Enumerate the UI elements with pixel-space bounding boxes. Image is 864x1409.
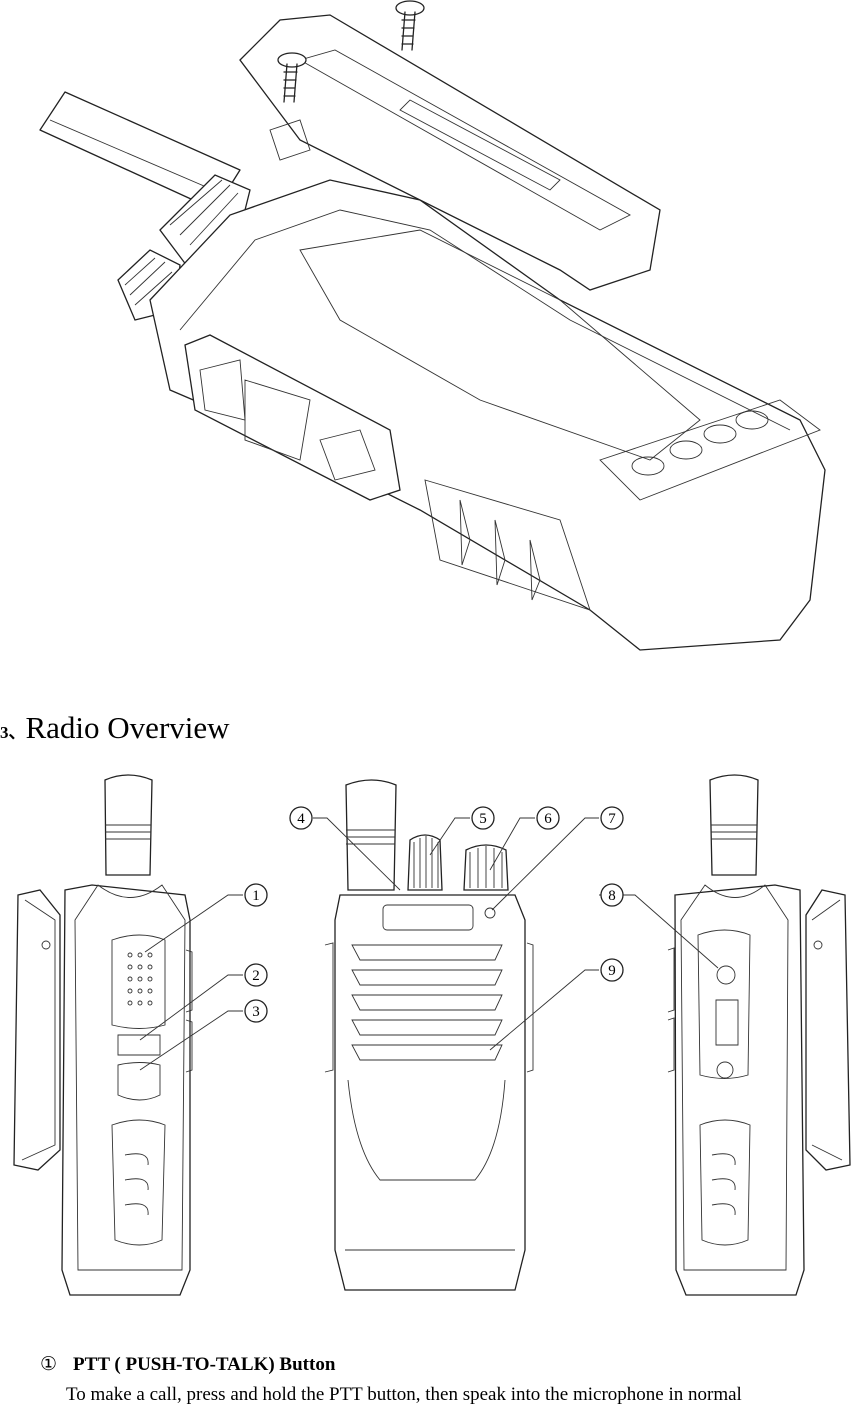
svg-text:1: 1	[252, 888, 260, 904]
svg-text:7: 7	[608, 811, 616, 827]
svg-text:3: 3	[252, 1004, 260, 1020]
svg-text:4: 4	[297, 811, 305, 827]
section-title: Radio Overview	[25, 710, 230, 745]
screw-icon	[395, 0, 425, 51]
svg-text:8: 8	[608, 888, 616, 904]
callout-2: 2	[244, 963, 268, 987]
side-buttons-icon	[184, 334, 401, 501]
callout-1: 1	[244, 883, 268, 907]
radio-front-view	[324, 779, 534, 1291]
screw-icon	[277, 52, 307, 103]
section-number: 3、	[0, 723, 26, 742]
section-heading: 3、Radio Overview	[0, 710, 230, 746]
callout-6: 6	[536, 806, 560, 830]
svg-text:2: 2	[252, 968, 260, 984]
svg-text:6: 6	[544, 811, 552, 827]
item-title-text: PTT ( PUSH-TO-TALK) Button	[73, 1354, 336, 1375]
radio-belt-clip-illustration	[0, 0, 864, 660]
svg-text:5: 5	[479, 811, 487, 827]
ptt-item-description: To make a call, press and hold the PTT b…	[66, 1384, 742, 1405]
radio-overview-diagram: 1 2 3 4 5 6 7 8 9	[0, 770, 864, 1300]
radio-left-side-view	[13, 774, 193, 1296]
callout-7: 7	[600, 806, 624, 830]
svg-text:9: 9	[608, 963, 616, 979]
item-marker: ①	[40, 1354, 58, 1375]
radio-right-side-view	[667, 774, 851, 1296]
ptt-item-title: ① PTT ( PUSH-TO-TALK) Button	[40, 1353, 335, 1376]
callout-3: 3	[244, 999, 268, 1023]
callout-4: 4	[289, 806, 313, 830]
callout-5: 5	[471, 806, 495, 830]
callout-8: 8	[600, 883, 624, 907]
belt-clip-icon	[239, 14, 661, 291]
callout-9: 9	[600, 958, 624, 982]
